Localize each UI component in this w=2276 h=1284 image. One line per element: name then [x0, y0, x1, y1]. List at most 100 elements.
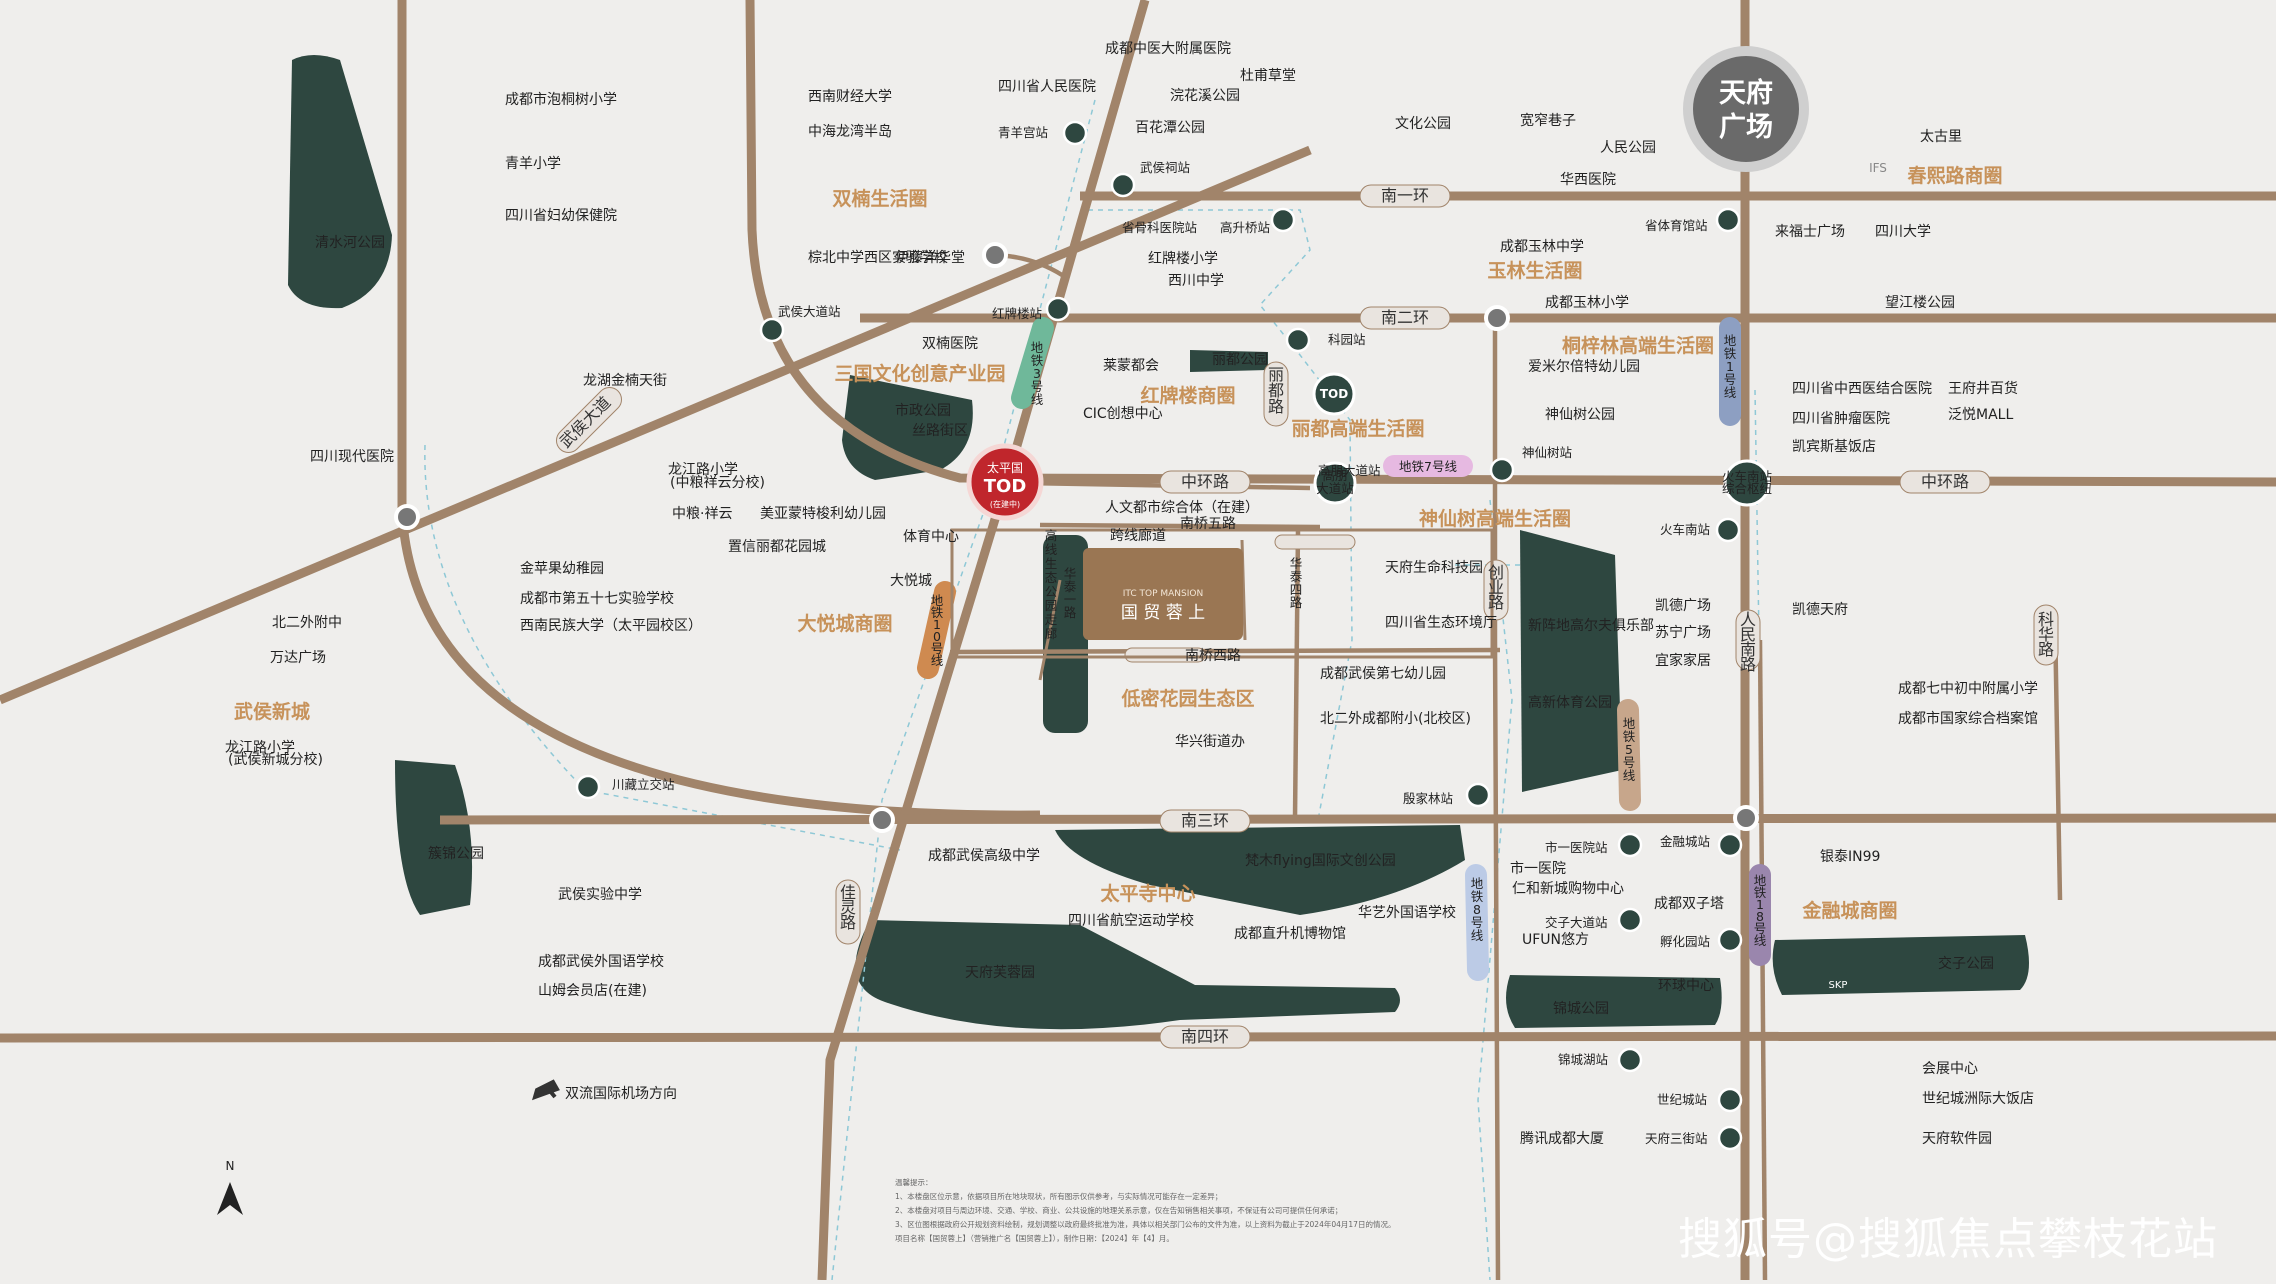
poi-label: 天府芙蓉园: [965, 964, 1035, 981]
poi-label: 华兴街道办: [1175, 734, 1245, 750]
poi-label: 宽窄巷子: [1520, 112, 1576, 129]
park-jincheng: [1506, 975, 1722, 1028]
poi-label: 天府生命科技园: [1385, 559, 1483, 576]
poi-label: 龙江路小学: [225, 740, 295, 756]
map-label: 公: [1045, 584, 1058, 599]
poi-label: 南桥五路: [1180, 516, 1236, 532]
station-label: 天府三街站: [1645, 1131, 1708, 1146]
zone-label: 低密花园生态区: [1120, 687, 1254, 710]
poi-label: 四川省人民医院: [998, 79, 1096, 95]
station-label: 省骨科医院站: [1122, 220, 1197, 235]
airplane-icon: [532, 1079, 560, 1101]
hub-marker: [1723, 459, 1771, 507]
station-label: 金融城站: [1660, 834, 1710, 849]
zone-label: 神仙树高端生活圈: [1419, 507, 1571, 530]
poi-label: 北二外附中: [272, 615, 342, 631]
map-label: 铁: [1471, 889, 1484, 904]
park-qingshuihe: [288, 55, 392, 309]
poi-label: 清水河公园: [315, 235, 385, 251]
poi-label: 太古里: [1920, 129, 1962, 145]
tod-label: TOD: [984, 476, 1027, 497]
map-label: 地: [1031, 340, 1044, 355]
station-label: 省体育馆站: [1645, 218, 1708, 233]
zone-label: 武侯新城: [234, 700, 310, 723]
poi-label: 凯宾斯基饭店: [1792, 438, 1876, 455]
zone-label: 丽都高端生活圈: [1291, 417, 1424, 440]
station-label: 高升桥站: [1220, 220, 1270, 235]
poi-label: 凯德天府: [1792, 602, 1848, 618]
map-label: 号: [931, 641, 944, 656]
station-label: 武侯大道站: [778, 304, 841, 319]
zone-label: 三国文化创意产业园: [834, 362, 1005, 385]
watermark: 搜狐号@搜狐焦点攀枝花站: [1678, 1214, 2218, 1265]
map-label: 地: [1754, 873, 1767, 888]
poi-label: 四川大学: [1875, 224, 1931, 240]
map-label: 路: [840, 913, 856, 932]
map-label: 线: [931, 653, 944, 668]
map-label: 灵: [840, 898, 856, 917]
map-label: 业: [1488, 578, 1504, 597]
map-label: 地铁7号线: [1399, 459, 1457, 474]
poi-label: 市政公园: [895, 402, 951, 419]
map-label: 线: [1045, 542, 1058, 557]
zone-label: 双楠生活圈: [832, 187, 927, 210]
station-label: 火车南站: [1660, 522, 1710, 537]
road-pills: [555, 184, 2059, 1049]
poi-label: 莱蒙都会: [1103, 358, 1159, 374]
map-label: 1: [933, 617, 941, 632]
station-label: 综合枢纽: [1722, 481, 1772, 496]
station-label: 高朋大道站: [1318, 463, 1381, 478]
map-label: 8: [1473, 902, 1481, 917]
poi-label: 山姆会员店(在建): [538, 983, 647, 999]
tod-label: 太平国: [987, 460, 1023, 475]
map-label: 一: [1064, 592, 1077, 607]
poi-label: 锦城公园: [1553, 1000, 1609, 1017]
poi-label: 环球中心: [1658, 978, 1714, 994]
poi-label: 伊藤洋华堂: [895, 250, 965, 266]
park-shizheng: [842, 375, 973, 480]
zone-label: 金融城商圈: [1801, 899, 1897, 922]
poi-label: 大悦城: [890, 573, 932, 589]
station-label: 大道站: [1316, 481, 1354, 496]
poi-label: 成都直升机博物馆: [1234, 925, 1346, 942]
poi-label: 四川现代医院: [310, 449, 394, 465]
poi-label: 万达广场: [270, 650, 326, 666]
station-label: 青羊宫站: [998, 125, 1048, 140]
road-label: 南二环: [1381, 308, 1429, 327]
map-label: 廊: [1045, 626, 1058, 641]
zone-label: 大悦城商圈: [797, 612, 892, 635]
map-label: 地: [931, 593, 944, 608]
tod-logo-label: TOD: [1320, 387, 1348, 401]
poi-label: 成都市泡桐树小学: [505, 91, 617, 108]
map-label: 园: [1045, 598, 1058, 613]
note-line: 温馨提示：: [895, 1177, 933, 1187]
map-label: 地: [1724, 333, 1737, 348]
poi-label: 成都七中初中附属小学: [1898, 680, 2038, 697]
poi-label: 苏宁广场: [1655, 624, 1711, 641]
station-label: 红牌楼站: [992, 306, 1042, 321]
interchanges: [394, 242, 1759, 833]
poi-label: 宜家家居: [1655, 652, 1711, 669]
map-label: 号: [1623, 755, 1636, 770]
poi-label: 天府软件园: [1922, 1131, 1992, 1147]
poi-label: 望江楼公园: [1885, 295, 1955, 311]
poi-label: 北二外成都附小(北校区): [1320, 710, 1471, 727]
map-label: 走: [1045, 612, 1058, 627]
poi-label: 中海龙湾半岛: [808, 123, 892, 140]
poi-label: 红牌楼小学: [1148, 250, 1218, 267]
map-label: 地: [1623, 716, 1636, 731]
map-label: 人: [1740, 610, 1756, 629]
zone-label: 太平寺中心: [1100, 882, 1195, 905]
poi-label: 双楠医院: [922, 336, 978, 352]
poi-label: 文化公园: [1395, 116, 1451, 132]
poi-label: 美亚蒙特梭利幼儿园: [760, 505, 886, 522]
tod-logo-marker: [1312, 372, 1356, 416]
poi-label: 市一医院: [1510, 860, 1566, 877]
poi-label: 龙湖金楠天街: [583, 373, 667, 389]
zone-label: 红牌楼商圈: [1140, 384, 1235, 407]
map-label: 铁: [931, 605, 944, 620]
metro-7-badge: [1383, 455, 1473, 477]
ifs-label: IFS: [1869, 161, 1887, 175]
